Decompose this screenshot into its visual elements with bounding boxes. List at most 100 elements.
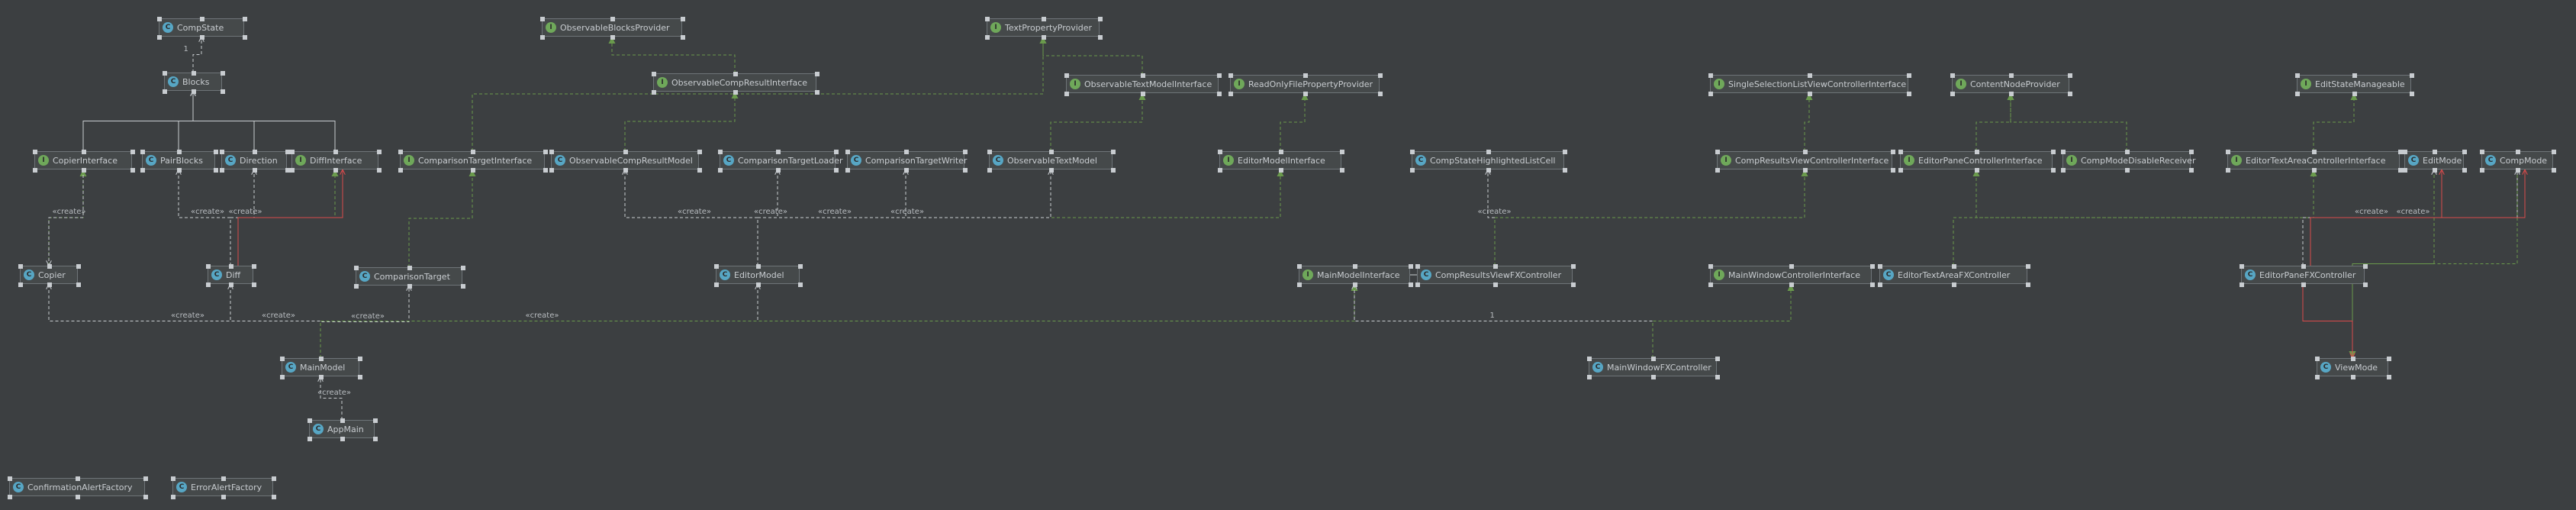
class-badge-icon: C — [993, 155, 1003, 166]
node-handle — [1870, 264, 1875, 269]
node-handle — [987, 150, 992, 154]
node-handle — [1111, 150, 1116, 154]
class-node-label: ErrorAlertFactory — [191, 482, 262, 492]
class-node-label: Direction — [240, 155, 278, 166]
edge-dependency — [625, 169, 758, 266]
node-handle — [2189, 168, 2194, 173]
class-node-label: Diff — [226, 270, 241, 280]
edge-dependency — [320, 376, 343, 420]
class-node-label: CompResultsViewFXController — [1435, 270, 1562, 280]
node-handle — [243, 17, 247, 21]
class-badge-icon: C — [13, 482, 24, 492]
node-handle — [1409, 264, 1413, 269]
interface-badge-icon: I — [404, 155, 414, 166]
node-handle — [461, 266, 465, 270]
node-handle — [2516, 150, 2520, 154]
node-handle — [8, 476, 12, 481]
class-node-label: SingleSelectionListViewControllerInterfa… — [1728, 79, 1907, 89]
node-handle — [340, 418, 345, 423]
interface-badge-icon: I — [1714, 270, 1724, 280]
node-handle — [1803, 150, 1808, 154]
node-handle — [221, 89, 225, 94]
node-handle — [354, 266, 359, 270]
node-handle — [540, 17, 545, 21]
class-node-label: Blocks — [182, 76, 210, 87]
node-handle — [1715, 150, 1720, 154]
node-handle — [200, 35, 204, 40]
class-node-label: MainWindowFXController — [1607, 362, 1711, 373]
node-handle — [290, 150, 295, 154]
node-handle — [157, 17, 162, 21]
node-handle — [798, 282, 803, 287]
node-handle — [18, 264, 23, 269]
class-node-label: PairBlocks — [160, 155, 203, 166]
stereotype-label: «create» — [754, 208, 787, 216]
node-handle — [1493, 264, 1498, 269]
interface-badge-icon: I — [1234, 79, 1245, 89]
node-handle — [2387, 375, 2391, 379]
interface-badge-icon: I — [295, 155, 306, 166]
node-handle — [733, 72, 738, 76]
node-handle — [1587, 375, 1592, 379]
node-handle — [163, 89, 167, 94]
class-badge-icon: C — [1883, 270, 1894, 280]
edge-realization — [757, 169, 1284, 266]
node-handle — [2410, 92, 2414, 96]
node-handle — [1708, 264, 1713, 269]
stereotype-label: «create» — [1477, 208, 1512, 216]
class-node-label: CompModeDisableReceiver — [2081, 155, 2196, 166]
node-handle — [1715, 168, 1720, 173]
node-handle — [963, 168, 968, 173]
node-handle — [1303, 92, 1308, 96]
node-handle — [280, 357, 285, 361]
node-handle — [1353, 282, 1357, 287]
node-handle — [2410, 73, 2414, 78]
class-node-label: CompState — [177, 22, 224, 33]
node-handle — [290, 168, 295, 173]
node-handle — [549, 150, 554, 154]
stereotype-label: «create» — [2355, 208, 2388, 216]
